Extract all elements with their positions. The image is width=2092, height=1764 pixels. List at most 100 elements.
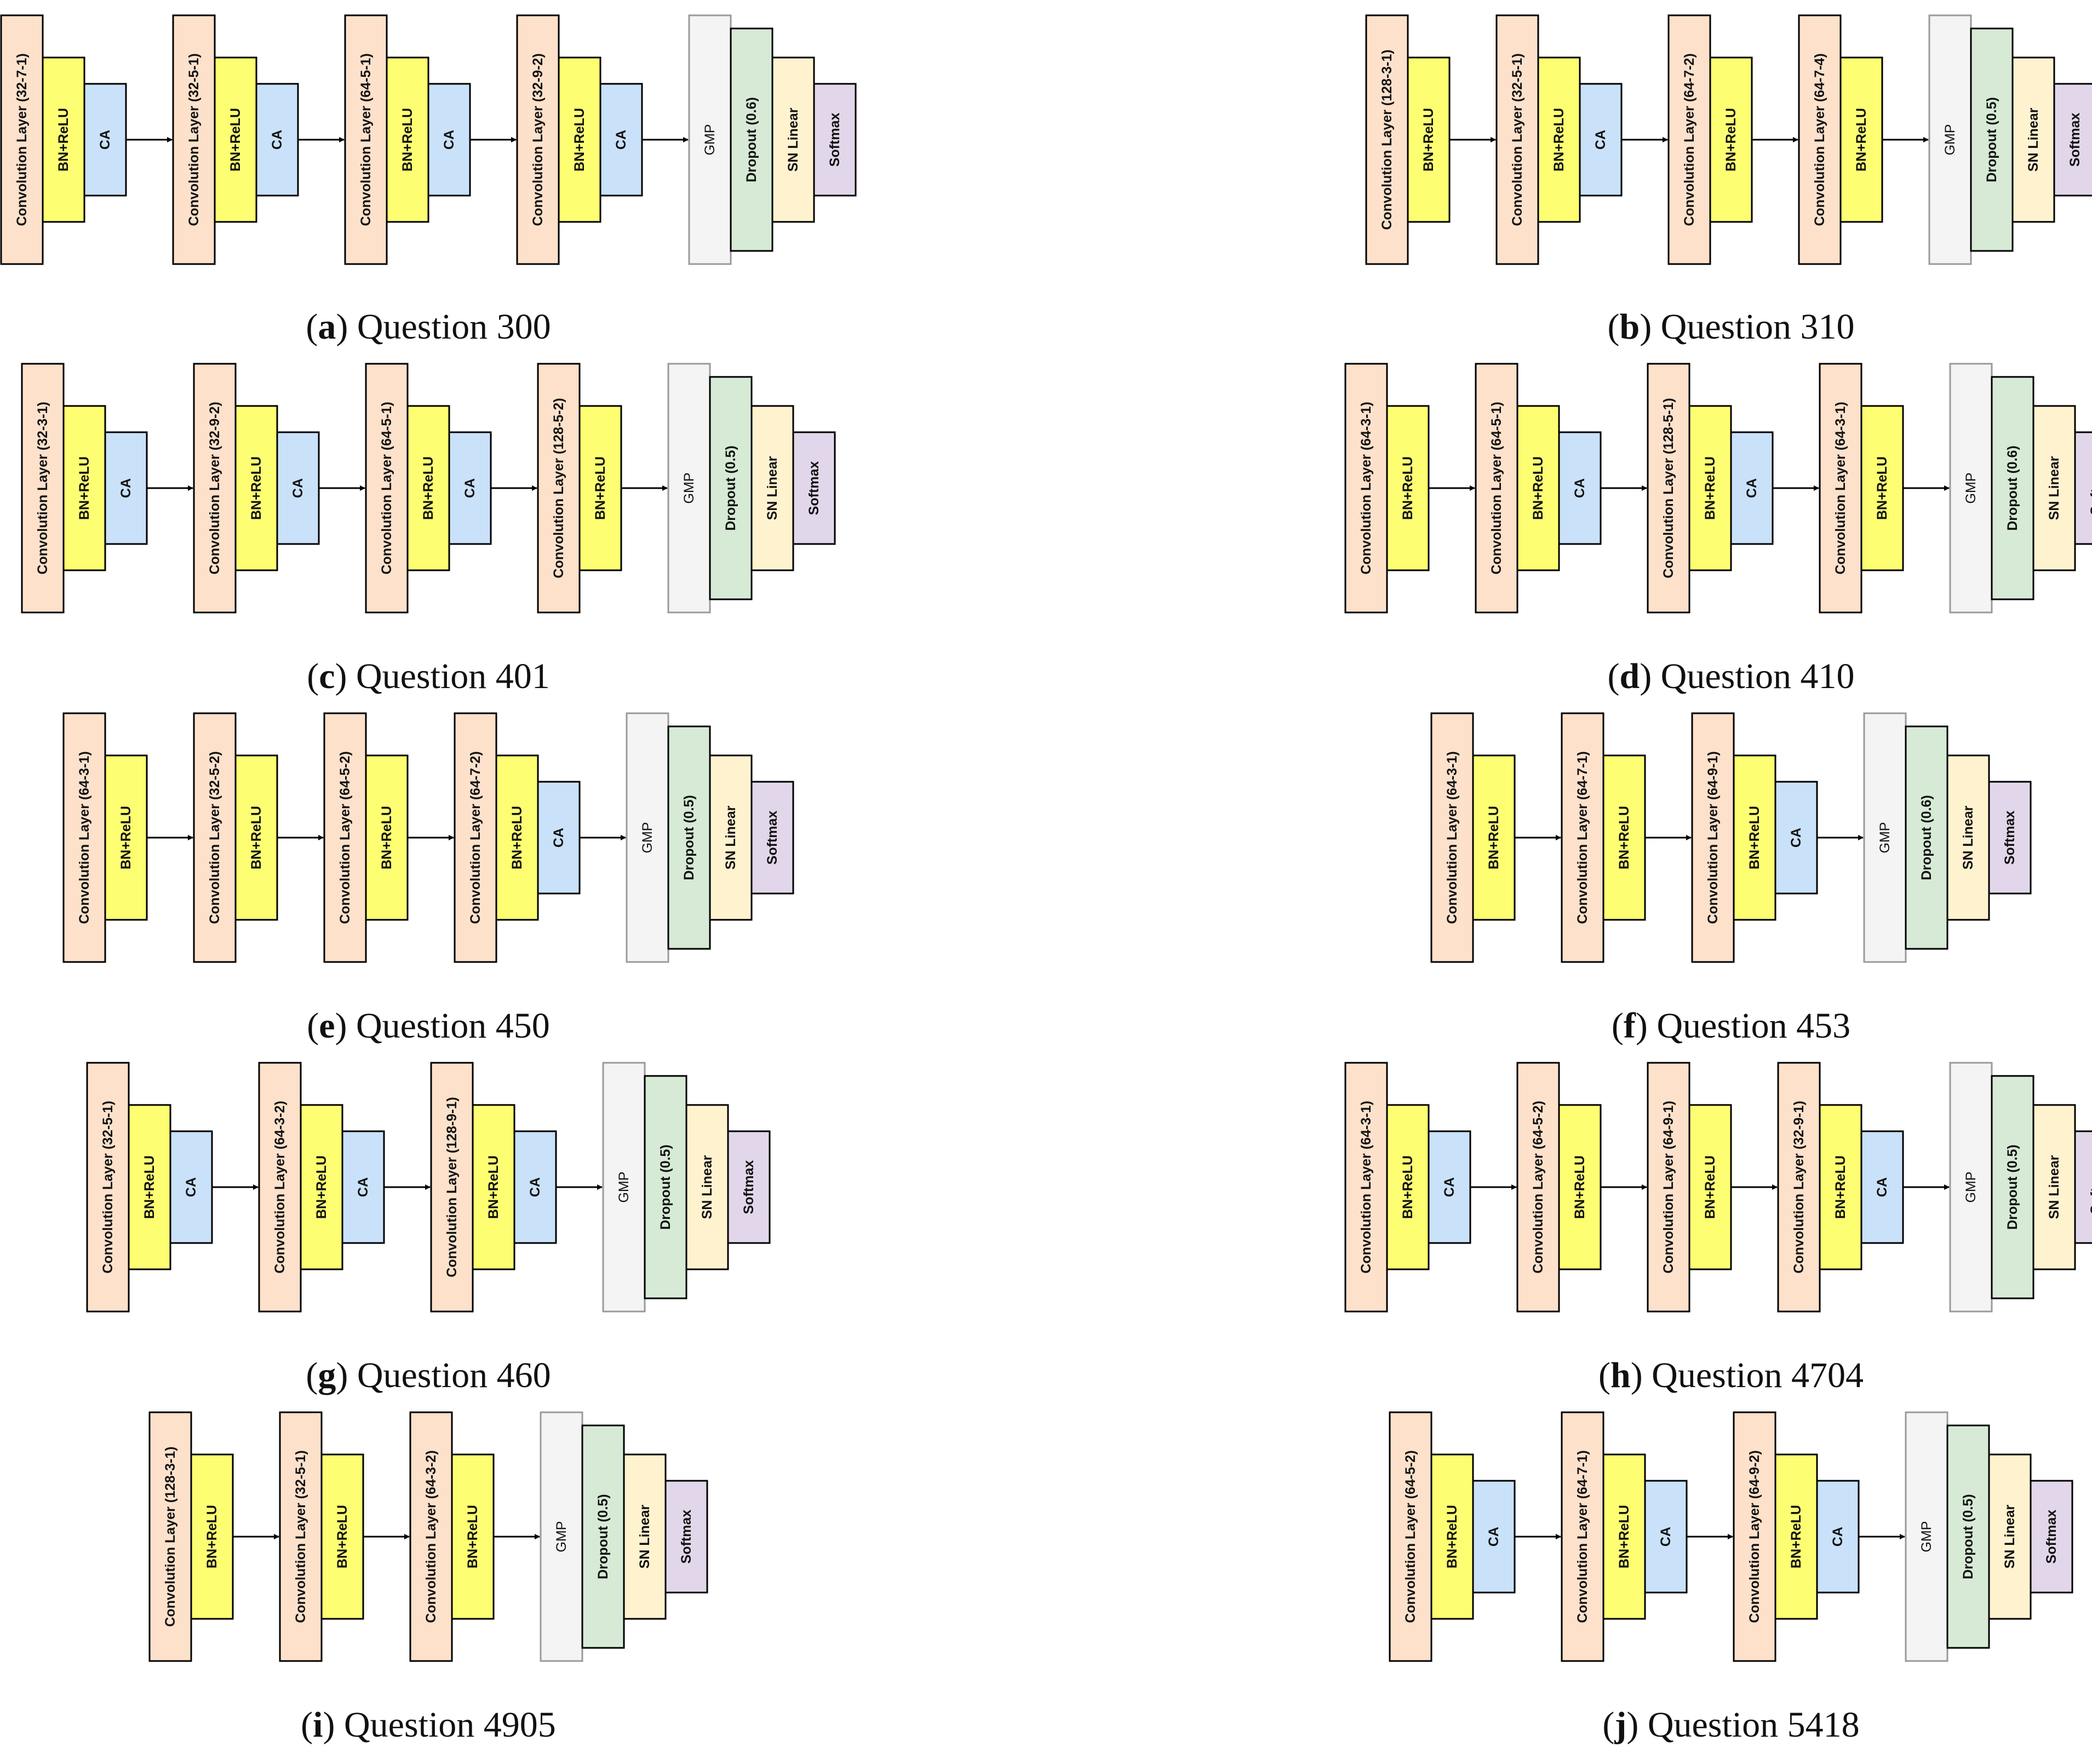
- bn-relu-layer: BN+ReLU: [190, 1453, 234, 1620]
- ca-layer-box: [341, 1130, 385, 1244]
- ca-layer: CA: [1579, 83, 1623, 197]
- panel-caption: (i) Question 4905: [301, 1705, 556, 1745]
- ca-layer-label: CA: [1830, 1527, 1845, 1547]
- dropout-layer-label: Dropout (0.5): [658, 1144, 673, 1230]
- dropout-layer: Dropout (0.5): [1970, 27, 2014, 252]
- conv-layer: Convolution Layer (64-7-4): [1798, 14, 1842, 265]
- ca-layer: CA: [1428, 1130, 1471, 1244]
- conv-layer: Convolution Layer (32-5-1): [1495, 14, 1539, 265]
- caption-paren-open: (: [1612, 1006, 1624, 1046]
- bn-relu-layer: BN+ReLU: [1602, 754, 1646, 921]
- bn-relu-layer-label: BN+ReLU: [486, 1155, 501, 1219]
- bn-relu-layer: BN+ReLU: [62, 405, 106, 571]
- sn-linear-layer-box: [1946, 754, 1990, 921]
- conv-layer-label: Convolution Layer (64-9-1): [1705, 751, 1721, 924]
- dropout-layer-box: [1991, 1075, 2034, 1299]
- conv-layer-label: Convolution Layer (64-7-1): [1575, 751, 1590, 924]
- bn-relu-layer-box: [451, 1453, 495, 1620]
- conv-layer: Convolution Layer (64-7-2): [1667, 14, 1711, 265]
- ca-layer-box: [599, 83, 643, 197]
- ca-layer-box: [427, 83, 471, 197]
- conv-layer: Convolution Layer (64-3-1): [1344, 1062, 1388, 1313]
- ca-layer-label: CA: [1572, 478, 1587, 498]
- bn-relu-layer-label: BN+ReLU: [509, 806, 525, 869]
- bn-relu-layer-box: [1602, 754, 1646, 921]
- ca-layer-label: CA: [442, 130, 457, 150]
- ca-layer: CA: [255, 83, 299, 197]
- sn-linear-layer-box: [2032, 405, 2076, 571]
- bn-relu-layer: BN+ReLU: [1709, 56, 1753, 223]
- softmax-layer-box: [2030, 1480, 2073, 1594]
- dropout-layer-label: Dropout (0.5): [681, 795, 697, 880]
- conv-layer-label: Convolution Layer (64-5-2): [337, 751, 353, 924]
- conv-layer-label: Convolution Layer (64-7-4): [1812, 53, 1827, 226]
- caption-letter: e: [319, 1006, 335, 1046]
- panel-caption: (g) Question 460: [306, 1355, 551, 1395]
- bn-relu-layer-label: BN+ReLU: [228, 108, 243, 171]
- gmp-layer-label: GMP: [1877, 822, 1893, 854]
- ca-layer-label: CA: [1789, 828, 1804, 847]
- bn-relu-layer-label: BN+ReLU: [1445, 1505, 1460, 1568]
- conv-layer: Convolution Layer (128-3-1): [1365, 14, 1409, 265]
- conv-layer-label: Convolution Layer (64-5-1): [379, 402, 394, 574]
- panel-caption: (b) Question 310: [1607, 307, 1854, 347]
- bn-relu-layer: BN+ReLU: [1819, 1104, 1862, 1270]
- bn-relu-layer-box: [1558, 1104, 1602, 1270]
- bn-relu-layer-label: BN+ReLU: [400, 108, 415, 171]
- ca-layer-label: CA: [1875, 1177, 1890, 1197]
- softmax-layer-label: Softmax: [2088, 461, 2092, 516]
- ca-layer-box: [1860, 1130, 1904, 1244]
- ca-layer-box: [448, 431, 492, 545]
- sn-linear-layer: SN Linear: [2032, 1104, 2076, 1270]
- bn-relu-layer-box: [1602, 1453, 1646, 1620]
- conv-layer-label: Convolution Layer (64-3-1): [1359, 1101, 1374, 1273]
- dropout-layer: Dropout (0.5): [1991, 1075, 2034, 1299]
- bn-relu-layer-label: BN+ReLU: [249, 456, 264, 520]
- conv-layer-label: Convolution Layer (128-3-1): [1379, 49, 1395, 230]
- bn-relu-layer-label: BN+ReLU: [1703, 1155, 1718, 1219]
- conv-layer: Convolution Layer (64-3-2): [409, 1411, 453, 1662]
- ca-layer-box: [104, 431, 148, 545]
- bn-relu-layer: BN+ReLU: [386, 56, 429, 223]
- ca-layer-label: CA: [1486, 1527, 1501, 1547]
- conv-layer-label: Convolution Layer (64-5-1): [358, 53, 374, 226]
- gmp-layer-box: [1928, 14, 1972, 265]
- bn-relu-layer: BN+ReLU: [1558, 1104, 1602, 1270]
- bn-relu-layer: BN+ReLU: [42, 56, 85, 223]
- dropout-layer: Dropout (0.6): [1991, 376, 2034, 600]
- caption-paren-open: (: [307, 656, 319, 696]
- sn-linear-layer-label: SN Linear: [786, 107, 801, 171]
- softmax-layer: Softmax: [2074, 431, 2092, 545]
- softmax-layer-label: Softmax: [2002, 811, 2018, 865]
- dropout-layer-box: [644, 1075, 687, 1299]
- conv-layer-label: Convolution Layer (32-7-1): [14, 53, 30, 226]
- sn-linear-layer-box: [750, 405, 794, 571]
- caption-paren-open: (: [1602, 1705, 1614, 1745]
- bn-relu-layer-box: [495, 754, 539, 921]
- caption-title: Question 460: [357, 1355, 551, 1395]
- bn-relu-layer-label: BN+ReLU: [56, 108, 71, 171]
- softmax-layer: Softmax: [2053, 83, 2092, 197]
- sn-linear-layer-label: SN Linear: [2026, 107, 2041, 171]
- dropout-layer: Dropout (0.5): [667, 725, 711, 950]
- gmp-layer: GMP: [688, 14, 732, 265]
- conv-layer-box: [1516, 1062, 1560, 1313]
- conv-layer-label: Convolution Layer (64-7-2): [468, 751, 483, 924]
- sn-linear-layer: SN Linear: [750, 405, 794, 571]
- bn-relu-layer: BN+ReLU: [1386, 1104, 1430, 1270]
- softmax-layer-label: Softmax: [806, 461, 822, 516]
- ca-layer-label: CA: [614, 130, 629, 150]
- conv-layer-box: [193, 363, 237, 614]
- conv-layer-box: [279, 1411, 323, 1662]
- conv-layer-box: [1561, 1411, 1604, 1662]
- conv-layer-box: [1430, 712, 1474, 963]
- ca-layer-label: CA: [270, 130, 285, 150]
- bn-relu-layer-label: BN+ReLU: [1703, 456, 1718, 520]
- bn-relu-layer: BN+ReLU: [104, 754, 148, 921]
- sn-linear-layer-label: SN Linear: [2047, 1155, 2062, 1219]
- conv-layer: Convolution Layer (32-5-1): [172, 14, 216, 265]
- conv-layer-label: Convolution Layer (64-5-1): [1489, 402, 1504, 574]
- conv-layer: Convolution Layer (32-9-2): [193, 363, 237, 614]
- softmax-layer-label: Softmax: [2044, 1510, 2059, 1564]
